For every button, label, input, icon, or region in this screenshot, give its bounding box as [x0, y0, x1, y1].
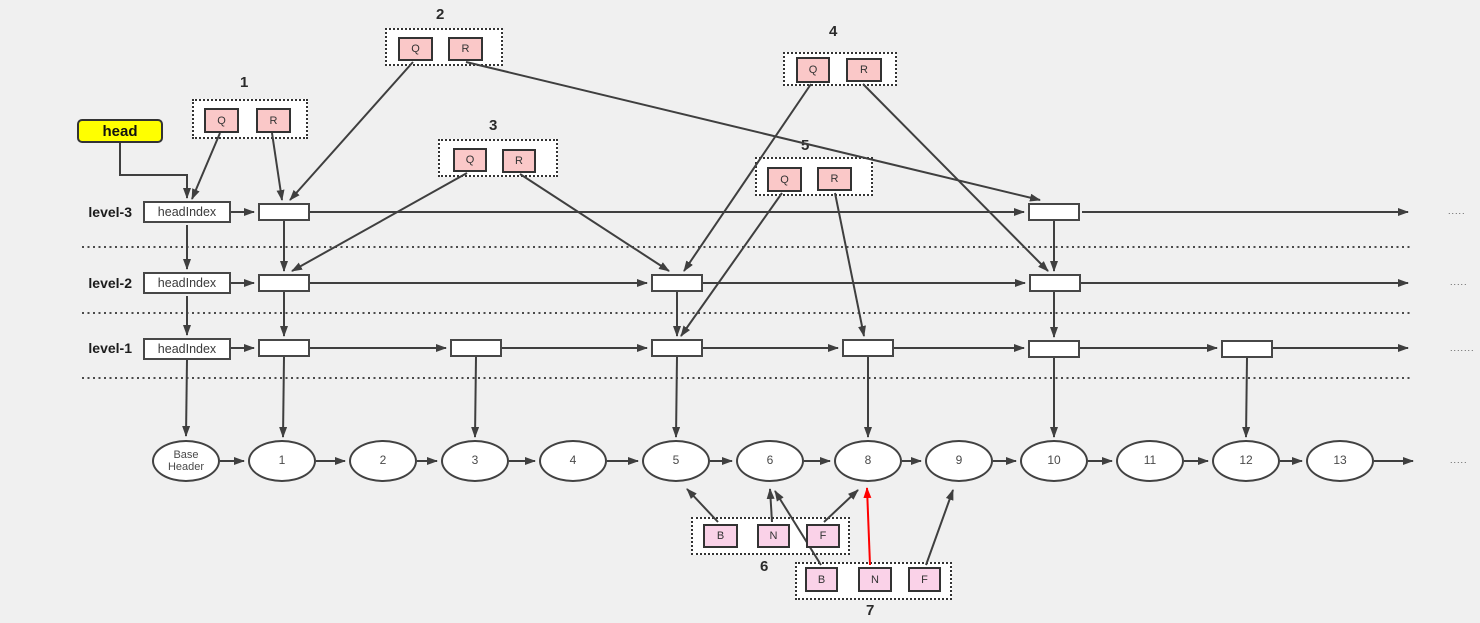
edge-g1-r-to-l3n1 [271, 132, 285, 201]
edge-head-to-headindex-l3 [119, 143, 191, 199]
group-3-cell-Q[interactable]: Q [453, 148, 487, 172]
group-4-cell-Q[interactable]: Q [796, 57, 830, 83]
edge-l1n3-to-base3 [471, 356, 480, 438]
row-continuation-dots: ..... [1448, 206, 1466, 216]
headindex-box-level-3[interactable]: headIndex [143, 201, 231, 223]
index-box-l3-n10[interactable] [1028, 203, 1080, 221]
group-7-cell-B[interactable]: B [805, 567, 838, 592]
group-6-label: 6 [760, 558, 769, 575]
group-5-label: 5 [801, 137, 810, 154]
base-node-8[interactable]: 8 [834, 440, 902, 482]
row-continuation-dots: ..... [1450, 455, 1468, 465]
group-4-cell-R[interactable]: R [846, 58, 882, 82]
base-node-6[interactable]: 6 [736, 440, 804, 482]
index-box-l1-n5[interactable] [651, 339, 703, 357]
headindex-box-level-1[interactable]: headIndex [143, 338, 231, 360]
group-7-cell-N[interactable]: N [858, 567, 892, 592]
index-box-l1-n10[interactable] [1028, 340, 1080, 358]
row-continuation-dots: ....... [1450, 343, 1475, 353]
group-4-label: 4 [829, 23, 838, 40]
edge-l1n1-to-base1 [279, 356, 288, 438]
group-6-cell-N[interactable]: N [757, 524, 790, 548]
edge-l1n5-to-base5 [672, 356, 681, 438]
edge-g7-f-to-base9 [925, 489, 954, 566]
group-6-cell-F[interactable]: F [806, 524, 840, 548]
index-box-l2-n5[interactable] [651, 274, 703, 292]
base-node-12[interactable]: 12 [1212, 440, 1280, 482]
group-5-cell-Q[interactable]: Q [767, 167, 802, 192]
base-node-4[interactable]: 4 [539, 440, 607, 482]
level-2-label: level-2 [88, 275, 132, 291]
edge-l1n12-to-base12 [1242, 357, 1251, 438]
edge-headindex-l1-to-base [182, 359, 191, 437]
group-7-label: 7 [866, 602, 875, 619]
level-3-label: level-3 [88, 204, 132, 220]
base-node-5[interactable]: 5 [642, 440, 710, 482]
group-1-cell-R[interactable]: R [256, 108, 291, 133]
head-node[interactable]: head [77, 119, 163, 143]
group-7-cell-F[interactable]: F [908, 567, 941, 592]
base-node-1[interactable]: 1 [248, 440, 316, 482]
edge-g2-q-to-l3n1 [289, 61, 414, 201]
headindex-box-level-2[interactable]: headIndex [143, 272, 231, 294]
edge-g3-q-to-l2n1 [291, 172, 468, 272]
group-2-label: 2 [436, 6, 445, 23]
index-box-l1-n1[interactable] [258, 339, 310, 357]
index-box-l2-n1[interactable] [258, 274, 310, 292]
base-node-11[interactable]: 11 [1116, 440, 1184, 482]
index-box-l1-n12[interactable] [1221, 340, 1273, 358]
edge-g2-r-to-l3n10 [465, 61, 1041, 202]
group-3-label: 3 [489, 117, 498, 134]
base-node-3[interactable]: 3 [441, 440, 509, 482]
group-1-label: 1 [240, 74, 249, 91]
edge-g5-r-to-l1n8 [834, 192, 866, 337]
index-box-l3-n1[interactable] [258, 203, 310, 221]
group-2-cell-Q[interactable]: Q [398, 37, 433, 61]
group-2-cell-R[interactable]: R [448, 37, 483, 61]
edge-g1-q-to-headindex-l3 [191, 132, 221, 200]
base-node-13[interactable]: 13 [1306, 440, 1374, 482]
index-box-l2-n10[interactable] [1029, 274, 1081, 292]
row-continuation-dots: ..... [1450, 277, 1468, 287]
group-1-cell-Q[interactable]: Q [204, 108, 239, 133]
base-node-header[interactable]: Base Header [152, 440, 220, 482]
edge-g7-n-to-base8 [863, 487, 872, 566]
edge-g3-r-to-l2n5 [519, 173, 670, 272]
edge-g4-r-to-l2n10 [862, 83, 1049, 272]
index-box-l1-n8[interactable] [842, 339, 894, 357]
index-box-l1-n3[interactable] [450, 339, 502, 357]
base-node-9[interactable]: 9 [925, 440, 993, 482]
group-5-cell-R[interactable]: R [817, 167, 852, 191]
group-6-cell-B[interactable]: B [703, 524, 738, 548]
base-node-10[interactable]: 10 [1020, 440, 1088, 482]
group-3-cell-R[interactable]: R [502, 149, 536, 173]
base-node-2[interactable]: 2 [349, 440, 417, 482]
level-1-label: level-1 [88, 340, 132, 356]
edge-g5-q-to-l1n5 [680, 192, 783, 337]
